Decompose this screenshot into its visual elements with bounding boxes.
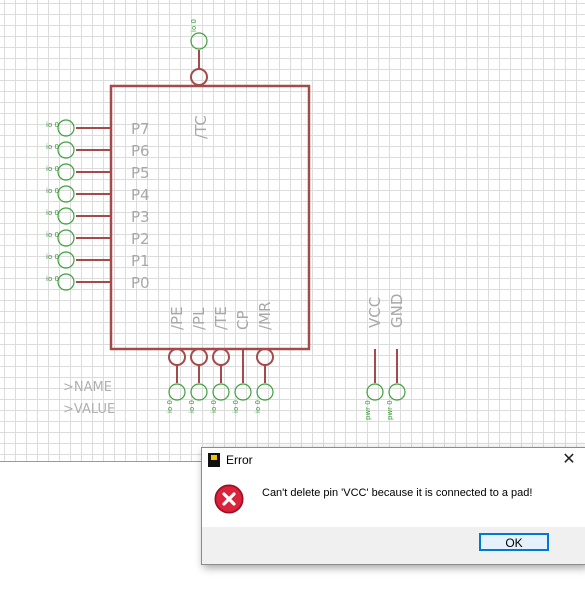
pin-inverted-bubble xyxy=(212,348,230,366)
pad-circle xyxy=(57,119,75,137)
dialog-message: Can't delete pin 'VCC' because it is con… xyxy=(262,487,533,499)
pin-label: P3 xyxy=(131,208,150,226)
pad-circle xyxy=(57,251,75,269)
pin-inverted-bubble xyxy=(190,68,208,86)
pad-label: pwr 0 xyxy=(364,400,372,420)
pad-circle xyxy=(366,383,384,401)
dialog-footer: OK xyxy=(202,527,585,564)
pin-label: /TE xyxy=(212,306,230,330)
pad-label: io 0 xyxy=(46,253,59,261)
pad-circle xyxy=(256,383,274,401)
pad-circle xyxy=(234,383,252,401)
pad-label: io 0 xyxy=(46,187,59,195)
pin-label: VCC xyxy=(366,297,384,328)
pin-label: /PL xyxy=(190,307,208,330)
pad-label: io 0 xyxy=(46,209,59,217)
pin-label: CP xyxy=(234,310,252,330)
app-icon xyxy=(208,453,220,467)
pad-label: io 0 xyxy=(46,231,59,239)
close-icon: ✕ xyxy=(562,451,576,468)
pin-label: P4 xyxy=(131,186,150,204)
pad-label: io 0 xyxy=(188,400,196,413)
pad-circle xyxy=(57,207,75,225)
pin-inverted-bubble xyxy=(168,348,186,366)
close-button[interactable]: ✕ xyxy=(552,448,585,472)
pad-circle xyxy=(190,32,208,50)
pad-label: io 0 xyxy=(46,275,59,283)
pad-label: io 0 xyxy=(46,165,59,173)
ok-button[interactable]: OK xyxy=(479,533,549,551)
pad-circle xyxy=(57,273,75,291)
pad-circle xyxy=(190,383,208,401)
pin-label: P5 xyxy=(131,164,150,182)
name-attribute: >NAME xyxy=(63,380,112,395)
pad-label: io 0 xyxy=(190,19,198,32)
pad-label: pwr 0 xyxy=(386,400,394,420)
pad-label: io 0 xyxy=(210,400,218,413)
symbol-drawing[interactable]: io 0 P7 io 0 P6 io 0 P5 io 0 P4 io 0 P3 io 0 P2 io 0… xyxy=(0,0,585,461)
pad-circle xyxy=(57,229,75,247)
pad-circle xyxy=(212,383,230,401)
error-icon xyxy=(214,484,244,514)
dialog-titlebar[interactable]: Error ✕ xyxy=(202,448,585,472)
dialog-body: Can't delete pin 'VCC' because it is con… xyxy=(202,472,585,527)
pin-label: P6 xyxy=(131,142,150,160)
pad-circle xyxy=(57,163,75,181)
pin-inverted-bubble xyxy=(256,348,274,366)
pin-label: /PE xyxy=(168,306,186,330)
pad-label: io 0 xyxy=(46,121,59,129)
pad-label: io 0 xyxy=(166,400,174,413)
pin-label: GND xyxy=(388,294,406,328)
error-dialog: Error ✕ Can't delete pin 'VCC' because i… xyxy=(201,447,585,565)
pin-inverted-bubble xyxy=(190,348,208,366)
dialog-title: Error xyxy=(226,453,253,467)
value-attribute: >VALUE xyxy=(63,402,115,417)
symbol-body xyxy=(109,84,311,351)
pin-label: P7 xyxy=(131,120,150,138)
pin-label: /TC xyxy=(192,115,210,139)
pin-label: P1 xyxy=(131,252,150,270)
pin-label: /MR xyxy=(256,302,274,330)
pad-circle xyxy=(57,141,75,159)
pin-label: P0 xyxy=(131,274,150,292)
pad-label: io 0 xyxy=(232,400,240,413)
pad-label: io 0 xyxy=(46,143,59,151)
pad-circle xyxy=(388,383,406,401)
pad-circle xyxy=(57,185,75,203)
pad-circle xyxy=(168,383,186,401)
schematic-canvas[interactable]: io 0 P7 io 0 P6 io 0 P5 io 0 P4 io 0 P3 io 0 P2 io 0… xyxy=(0,0,585,462)
pad-label: io 0 xyxy=(254,400,262,413)
pin-label: P2 xyxy=(131,230,150,248)
